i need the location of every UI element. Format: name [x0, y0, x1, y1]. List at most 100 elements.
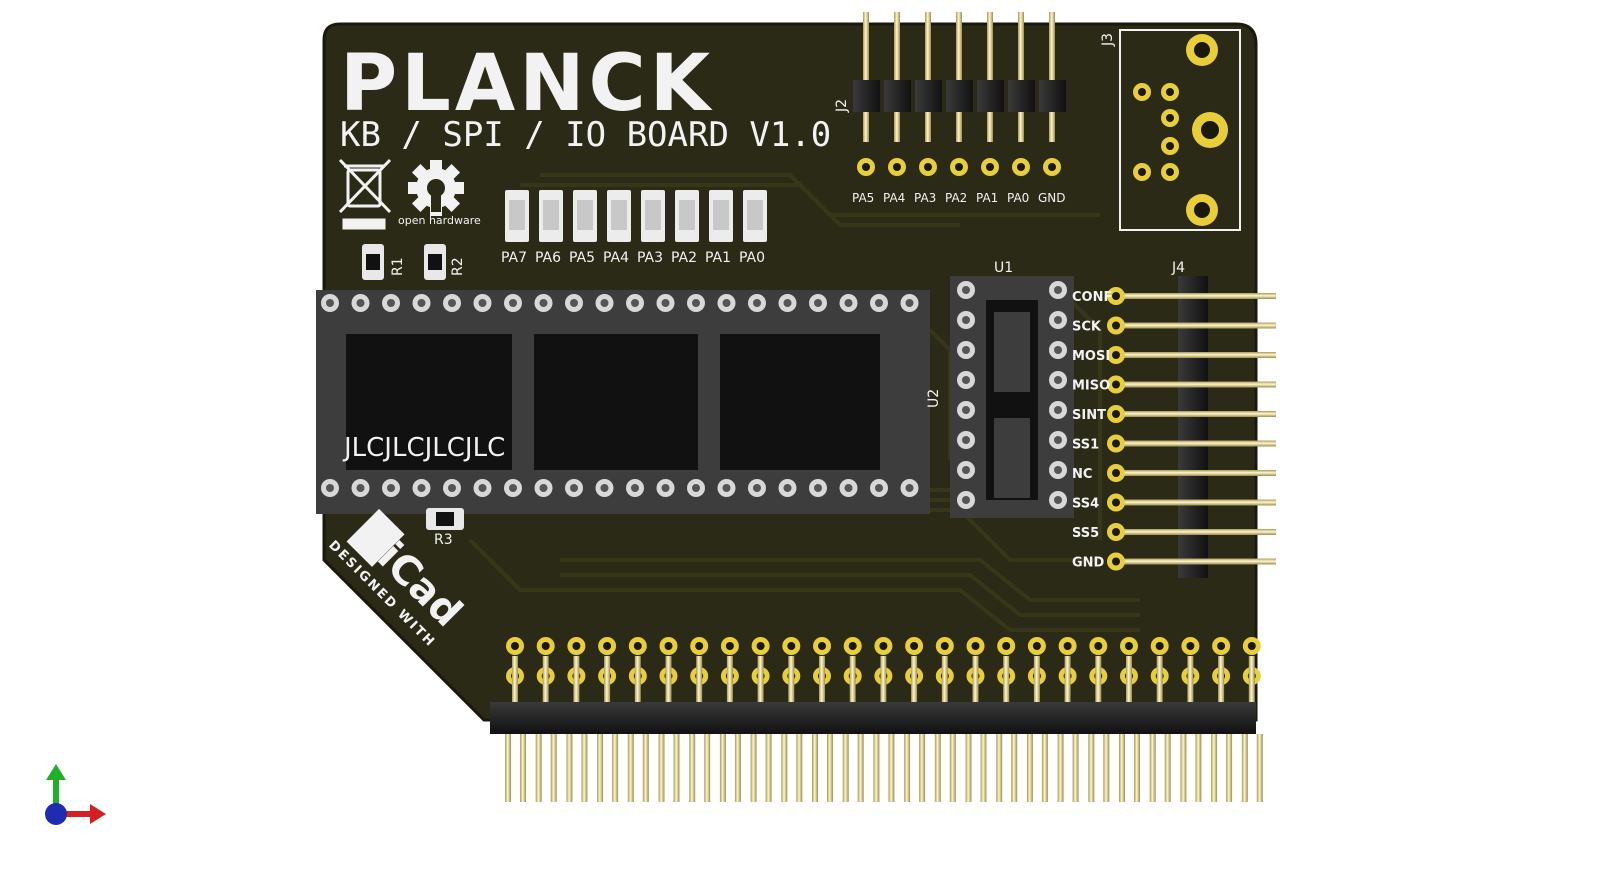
socket-pin-hole: [539, 299, 548, 307]
refdes-u2: U2: [926, 389, 942, 408]
bottom-pin: [1088, 734, 1095, 802]
socket-pin-hole: [356, 299, 365, 307]
socket-pin-hole: [326, 299, 334, 307]
j4-pad-hole: [1112, 439, 1120, 448]
j4-pin: [1120, 470, 1276, 476]
bottom-pad-hole: [603, 642, 612, 650]
u1-pin-hole: [1054, 286, 1062, 294]
refdes-r2: R2: [450, 257, 466, 276]
socket-pin-hole: [844, 484, 853, 492]
u1-pin-hole: [1054, 316, 1062, 324]
socket-pin-hole: [448, 299, 456, 307]
socket-pin-hole: [722, 299, 731, 307]
u1-pin-hole: [962, 466, 970, 474]
j2-body: [1039, 80, 1066, 112]
j4-label: SS4: [1072, 497, 1099, 512]
bottom-pin: [1211, 734, 1218, 802]
j2-body: [853, 80, 880, 112]
socket-pin-hole: [753, 484, 761, 492]
j2-pad-hole: [924, 163, 932, 171]
socket-pin-hole: [326, 484, 334, 492]
j4-label: MISO: [1072, 379, 1110, 394]
led-label: PA4: [603, 250, 629, 266]
j2-label: PA4: [883, 191, 905, 205]
bottom-pin: [842, 734, 849, 802]
bottom-pin-upper: [1033, 656, 1040, 702]
bottom-pad-hole: [818, 642, 826, 650]
j2-pin-lower: [894, 112, 900, 142]
bottom-pin: [642, 734, 649, 802]
bottom-pin-upper: [542, 656, 549, 702]
bottom-pin-upper: [819, 656, 825, 702]
socket-pin-hole: [417, 484, 426, 492]
led-label: PA5: [569, 250, 595, 266]
u1-pin-hole: [1054, 436, 1062, 444]
axes-gizmo-icon: [45, 764, 106, 825]
bottom-pad-hole: [1002, 642, 1011, 650]
j2-pad-hole: [1048, 163, 1056, 171]
bottom-pin: [750, 734, 757, 802]
bottom-pin: [1026, 734, 1033, 802]
board-title: KB / SPI / IO BOARD V1.0: [340, 115, 831, 155]
led-3: [573, 190, 597, 242]
u1-pin-hole: [962, 376, 970, 384]
j4-pad-hole: [1112, 469, 1120, 477]
bottom-pin-upper: [1003, 656, 1010, 702]
bottom-pad-hole: [695, 642, 704, 650]
dip16-socket-pins: [957, 281, 1067, 509]
j2-pin-lower: [956, 112, 962, 142]
bottom-pin: [1241, 734, 1248, 802]
j4-pin: [1120, 411, 1276, 417]
bottom-pin: [704, 734, 711, 802]
j4-pin: [1120, 558, 1276, 565]
socket-pin-hole: [692, 299, 700, 307]
j2-pin-lower: [863, 112, 869, 142]
bottom-pin: [1134, 734, 1140, 802]
open-hardware-label: open hardware: [398, 214, 481, 227]
socket-pin-hole: [692, 484, 700, 492]
j2-pin: [863, 12, 869, 82]
resistor-r3: [426, 508, 464, 530]
j2-pad-hole: [955, 163, 963, 171]
j2-pin-lower: [1049, 112, 1055, 142]
socket-pin-hole: [509, 299, 517, 307]
socket-pin-hole: [631, 299, 639, 307]
led-label: PA3: [637, 250, 663, 266]
j2-pad-hole: [862, 163, 870, 171]
bottom-pin: [1057, 734, 1064, 802]
bottom-pad-hole: [541, 642, 550, 650]
u1-pin-hole: [1054, 346, 1062, 354]
j2-body: [977, 80, 1004, 112]
bottom-pin-upper: [1095, 656, 1102, 702]
bottom-pad-hole: [756, 642, 765, 650]
j4-pad-hole: [1112, 528, 1120, 536]
connector-j3: [1119, 29, 1241, 231]
j4-pad-hole: [1112, 292, 1120, 300]
j4-pad-hole: [1112, 380, 1120, 389]
bottom-pin-upper: [757, 656, 764, 702]
j2-pin-lower: [1018, 112, 1024, 142]
u1-pin-hole: [962, 286, 970, 294]
socket-pin-hole: [722, 484, 731, 492]
bottom-pin-upper: [696, 656, 703, 702]
bottom-pin-upper: [604, 656, 611, 702]
bottom-pin: [965, 734, 972, 802]
socket-pin-hole: [875, 299, 883, 307]
socket-pin-hole: [600, 299, 609, 307]
bottom-header: [490, 637, 1263, 802]
bottom-pin: [597, 734, 604, 802]
j4-pin: [1120, 352, 1276, 358]
j2-pad-hole: [986, 163, 994, 171]
socket-pin-hole: [356, 484, 365, 492]
bottom-pin: [658, 734, 665, 802]
bottom-pin: [550, 734, 557, 802]
u1-pin-hole: [962, 406, 970, 414]
bottom-pad-hole: [633, 642, 642, 650]
bottom-pin: [535, 734, 542, 802]
bottom-pin-upper: [665, 656, 672, 702]
bottom-pad-hole: [787, 642, 796, 650]
socket-jlc-text: JLCJLCJLCJLC: [342, 433, 505, 463]
j4-label: GND: [1072, 556, 1105, 571]
